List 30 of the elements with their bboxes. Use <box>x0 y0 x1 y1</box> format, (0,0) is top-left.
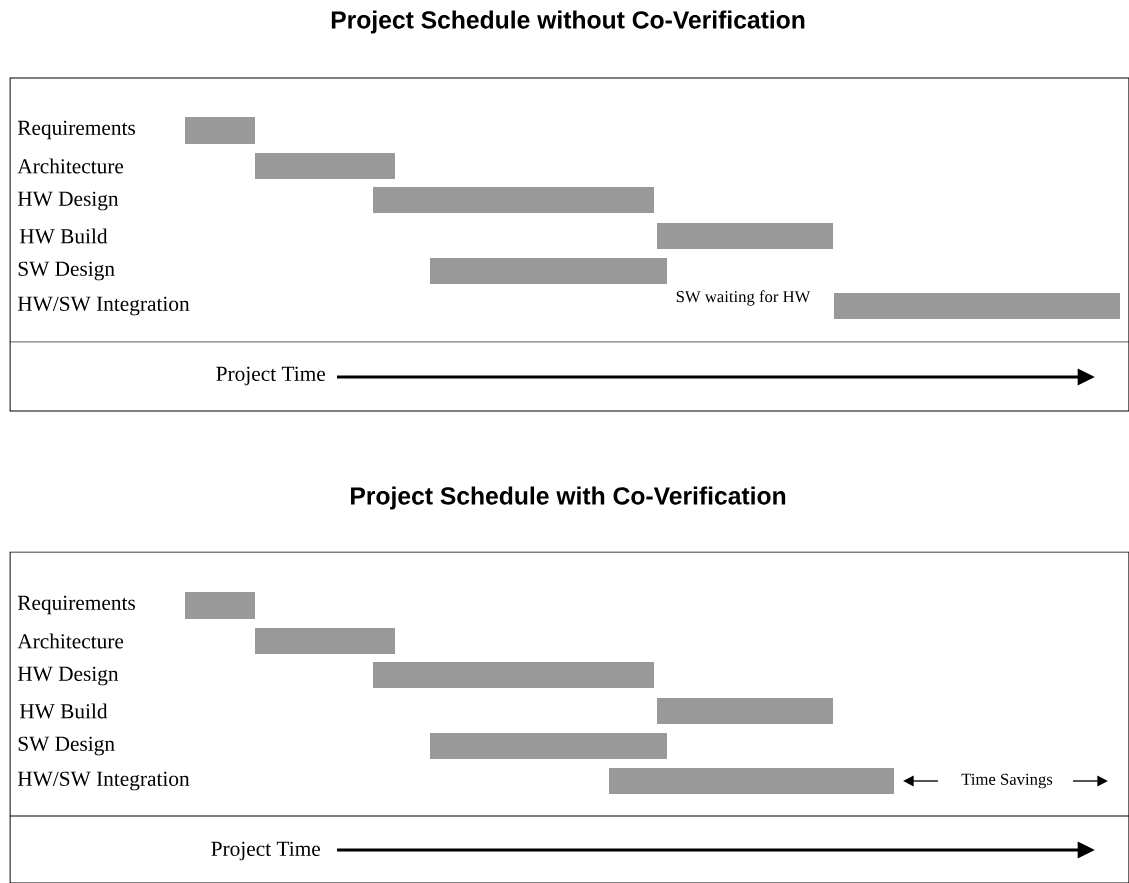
task-label: Requirements <box>17 120 135 140</box>
task-label: SW Design <box>18 736 115 756</box>
task-label: HW/SW Integration <box>17 771 190 791</box>
task-label: HW Design <box>17 191 119 211</box>
axis-label: Project Time <box>216 366 325 386</box>
chart-title: Project Schedule without Co-Verification <box>331 10 805 34</box>
annotation-text: Time Savings <box>961 773 1053 789</box>
task-label: HW Build <box>19 703 108 719</box>
chart-title: Project Schedule with Co-Verification <box>351 486 786 510</box>
gantt-bar <box>609 768 894 794</box>
task-label: Architecture <box>17 633 124 649</box>
gantt-bar <box>185 117 255 144</box>
task-label: HW Design <box>17 666 119 686</box>
annotation-text: SW waiting for HW <box>676 290 811 306</box>
gantt-bar <box>373 662 654 688</box>
gantt-bar <box>657 698 833 724</box>
gantt-bar <box>373 187 654 213</box>
task-label: HW/SW Integration <box>17 296 190 316</box>
gantt-bar <box>255 628 395 654</box>
task-label: Architecture <box>17 158 124 174</box>
gantt-bar <box>834 293 1120 319</box>
task-label: Requirements <box>17 595 135 615</box>
gantt-bar <box>657 223 833 249</box>
gantt-bar <box>430 733 667 759</box>
gantt-bar <box>255 153 395 179</box>
task-label: HW Build <box>19 228 108 244</box>
gantt-bar <box>185 592 255 619</box>
axis-label: Project Time <box>211 841 320 861</box>
gantt-bar <box>430 258 667 284</box>
task-label: SW Design <box>18 261 115 281</box>
